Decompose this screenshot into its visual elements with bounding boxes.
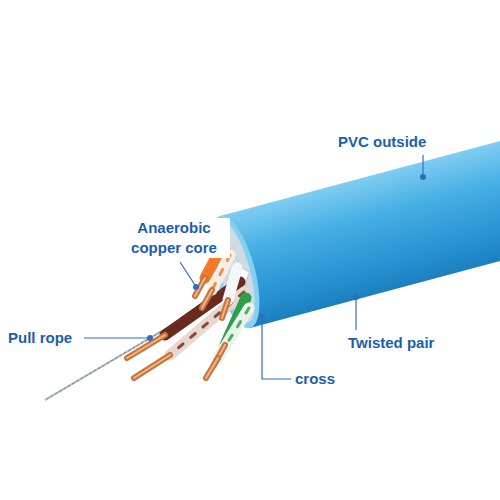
leader-dot xyxy=(259,314,265,320)
copper-cores xyxy=(127,278,228,378)
leader-dot xyxy=(193,284,199,290)
copper-core xyxy=(206,358,218,378)
leader-dot xyxy=(420,174,426,180)
part-label: PVC outside xyxy=(336,132,428,152)
leader-dot xyxy=(353,294,359,300)
part-label: cross xyxy=(293,369,337,389)
copper-highlight xyxy=(134,355,170,378)
leader-line xyxy=(262,320,291,379)
copper-highlight xyxy=(202,290,212,308)
leader-line xyxy=(84,337,147,338)
wire-insulation xyxy=(165,242,249,358)
copper-highlight xyxy=(206,358,218,378)
part-label: Anaerobic copper core xyxy=(118,218,230,258)
copper-core xyxy=(222,300,228,318)
leader-line xyxy=(180,262,195,285)
part-label: Twisted pair xyxy=(346,333,436,353)
copper-highlight xyxy=(222,300,228,318)
copper-core xyxy=(202,290,212,308)
part-label: Pull rope xyxy=(6,328,74,348)
white-wire xyxy=(228,268,237,300)
copper-core xyxy=(134,355,170,378)
leader-dot xyxy=(147,335,153,341)
jacket-body xyxy=(220,131,500,328)
leader-line xyxy=(355,300,356,330)
leader-line xyxy=(422,155,423,175)
